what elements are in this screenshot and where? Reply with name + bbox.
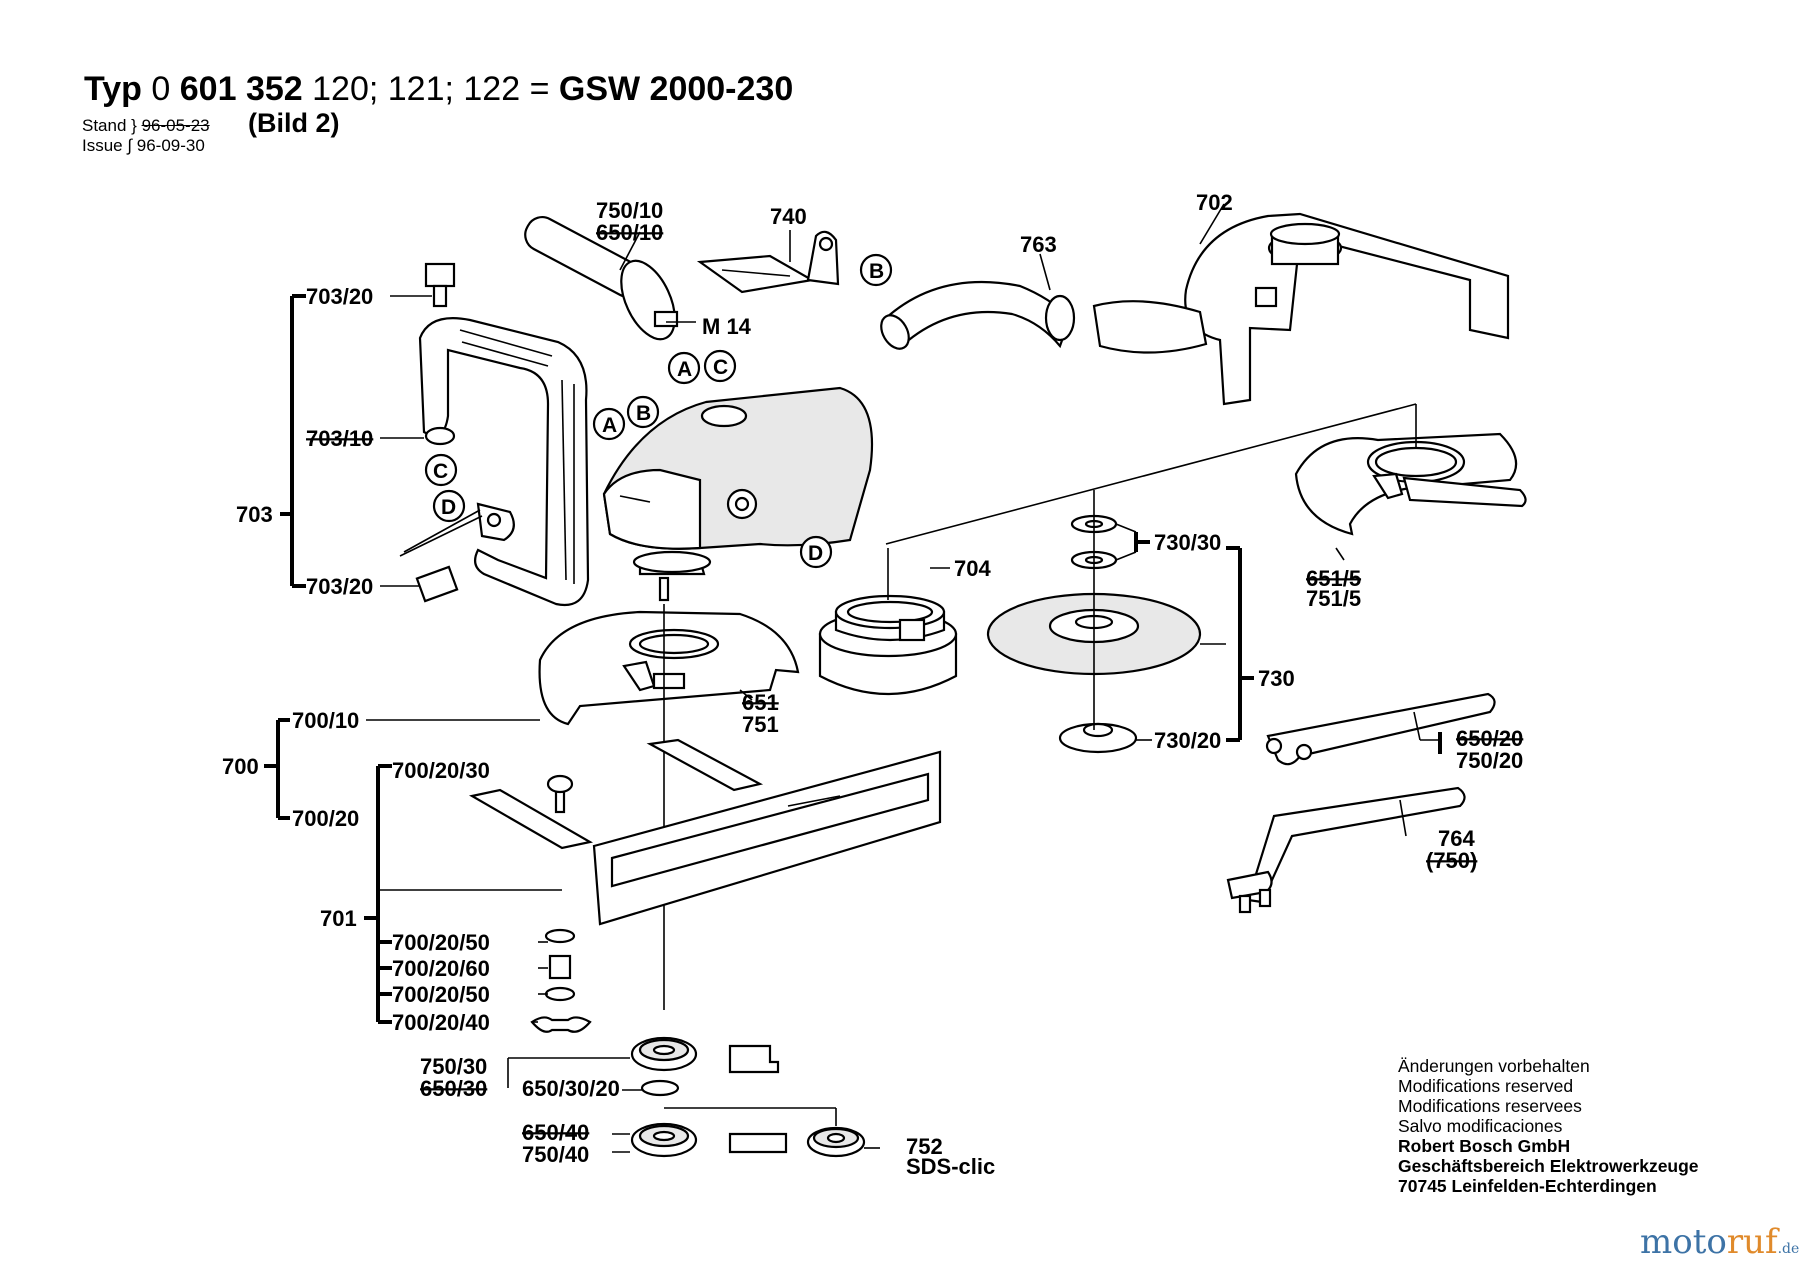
label-sds-clic: SDS-clic xyxy=(906,1154,995,1179)
label-703-20b: 703/20 xyxy=(306,574,373,599)
label-730-20: 730/20 xyxy=(1154,728,1221,753)
label-700: 700 xyxy=(222,754,259,779)
label-751: 751 xyxy=(742,712,779,737)
reference-line-1 xyxy=(885,403,1417,545)
label-700-20-50a: 700/20/50 xyxy=(392,930,490,955)
watermark-logo: motoruf.de xyxy=(1640,1222,1800,1262)
company-name: Robert Bosch GmbH xyxy=(1398,1136,1571,1156)
company-address: 70745 Leinfelden-Echterdingen xyxy=(1398,1176,1657,1196)
label-703-20a: 703/20 xyxy=(306,284,373,309)
label-651-5: 651/5 xyxy=(1306,566,1361,591)
label-750-40: 750/40 xyxy=(522,1142,589,1167)
label-650-10: 650/10 xyxy=(596,220,663,245)
label-703-10: 703/10 xyxy=(306,426,373,451)
guide-hardware-drawing xyxy=(530,928,592,1033)
marker-a-1: A xyxy=(677,358,692,381)
marker-b-1: B xyxy=(636,402,651,425)
label-700-20-50b: 700/20/50 xyxy=(392,982,490,1007)
note-line-1: Änderungen vorbehalten xyxy=(1398,1056,1590,1076)
label-703: 703 xyxy=(236,502,273,527)
label-750-30: 750/30 xyxy=(420,1054,487,1079)
label-751-5: 751/5 xyxy=(1306,586,1361,611)
main-handle-703-drawing xyxy=(380,262,590,607)
label-740: 740 xyxy=(770,204,807,229)
notes-block: Änderungen vorbehalten Modifications res… xyxy=(1398,1056,1699,1196)
label-700-10: 700/10 xyxy=(292,708,359,733)
label-704: 704 xyxy=(954,556,991,581)
company-division: Geschäftsbereich Elektrowerkzeuge xyxy=(1398,1156,1699,1176)
reference-line-2 xyxy=(403,509,481,553)
label-650-40: 650/40 xyxy=(522,1120,589,1145)
label-m14: M 14 xyxy=(702,314,752,339)
hose-763-drawing xyxy=(880,253,1076,350)
marker-c-2: C xyxy=(433,460,448,483)
note-line-2: Modifications reserved xyxy=(1398,1076,1574,1096)
label-764: 764 xyxy=(1438,826,1475,851)
label-750-10: 750/10 xyxy=(596,198,663,223)
guard-702-drawing xyxy=(1092,203,1510,406)
label-750-20: 750/20 xyxy=(1456,748,1523,773)
label-700-20: 700/20 xyxy=(292,806,359,831)
label-650-30: 650/30 xyxy=(420,1076,487,1101)
label-730-30: 730/30 xyxy=(1154,530,1221,555)
label-651: 651 xyxy=(742,690,779,715)
guard-651-5-drawing xyxy=(1294,404,1527,561)
flanges-drawing xyxy=(507,1036,880,1158)
marker-d-1: D xyxy=(441,496,456,519)
spanner-750-20-drawing xyxy=(1265,692,1496,766)
label-750-paren: (750) xyxy=(1426,848,1477,873)
label-650-20: 650/20 xyxy=(1456,726,1523,751)
cup-704-drawing xyxy=(818,548,958,695)
label-702: 702 xyxy=(1196,190,1233,215)
label-700-20-30: 700/20/30 xyxy=(392,758,490,783)
label-650-30-20: 650/30/20 xyxy=(522,1076,620,1101)
type-title: Typ 0 601 352 120; 121; 122 = GSW 2000-2… xyxy=(84,70,794,108)
label-700-20-60: 700/20/60 xyxy=(392,956,490,981)
bild-label: (Bild 2) xyxy=(248,108,340,138)
grinder-body-drawing xyxy=(602,386,874,602)
marker-a-2: A xyxy=(602,414,617,437)
label-763: 763 xyxy=(1020,232,1057,257)
label-730: 730 xyxy=(1258,666,1295,691)
marker-d-2: D xyxy=(808,542,823,565)
note-line-4: Salvo modificaciones xyxy=(1398,1116,1563,1136)
label-701: 701 xyxy=(320,906,357,931)
note-line-3: Modifications reservees xyxy=(1398,1096,1582,1116)
cutting-guide-701-drawing xyxy=(468,738,942,926)
label-752: 752 xyxy=(906,1134,943,1159)
spanner-764-drawing xyxy=(1226,786,1466,914)
side-handle-drawing xyxy=(524,216,696,341)
bracket-740-drawing xyxy=(696,230,840,294)
markers: A C A B B C D D xyxy=(424,253,893,569)
label-700-20-40: 700/20/40 xyxy=(392,1010,490,1035)
washer-stack-730-drawing xyxy=(986,490,1202,754)
marker-b-2: B xyxy=(869,260,884,283)
marker-c-1: C xyxy=(713,356,728,379)
stand-issue-block: Stand } 96-05-23 Issue ∫ 96-09-30 xyxy=(82,116,210,155)
guard-651-drawing xyxy=(538,604,800,1010)
